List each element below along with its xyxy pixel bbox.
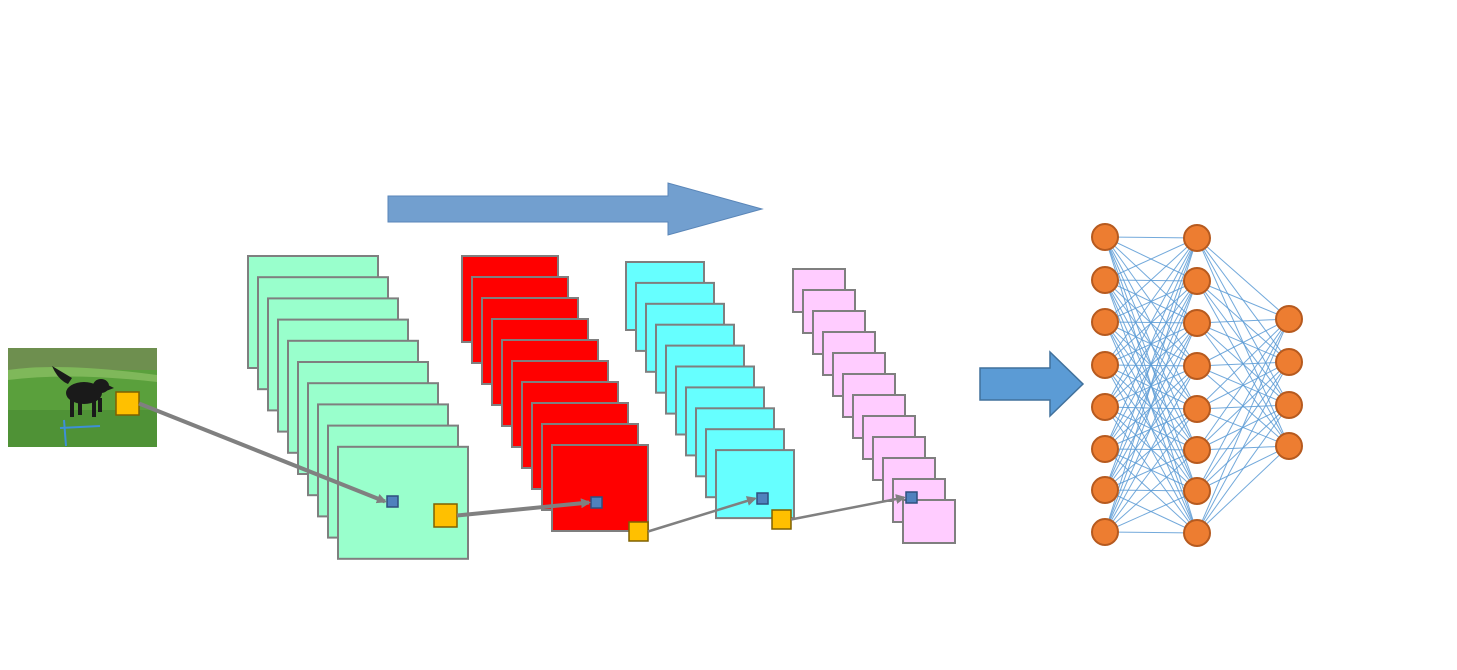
neuron <box>1183 519 1211 547</box>
neuron <box>1183 352 1211 380</box>
fc-layer-2 <box>1183 224 1211 547</box>
fc-connection <box>1104 490 1198 533</box>
kernel-window-3 <box>628 521 649 542</box>
fc-connection <box>1196 361 1290 534</box>
kernel-window-1 <box>115 391 140 416</box>
fc-connection <box>1104 237 1198 408</box>
fc-connection <box>1196 404 1290 534</box>
conv-stack-2 <box>461 255 649 532</box>
to-fully-connected-arrow <box>979 350 1085 418</box>
fc-connection <box>1196 318 1290 324</box>
fc-connections <box>1104 236 1290 534</box>
neuron <box>1275 305 1303 333</box>
output-pixel-4 <box>905 491 918 504</box>
pointer-arrow-4 <box>790 494 906 521</box>
fc-connection <box>1196 318 1290 534</box>
neuron <box>1091 435 1119 463</box>
fc-connection <box>1104 531 1198 534</box>
neuron <box>1183 395 1211 423</box>
neuron <box>1091 518 1119 546</box>
fc-connection <box>1196 318 1290 492</box>
fc-connection <box>1196 318 1290 367</box>
neuron <box>1275 348 1303 376</box>
feature-map-stacks <box>115 255 956 560</box>
feature-map <box>551 444 649 532</box>
fc-connection <box>1104 365 1198 533</box>
neuron <box>1275 391 1303 419</box>
fc-layer-1 <box>1091 223 1119 546</box>
fc-connection <box>1196 318 1290 410</box>
neuron <box>1183 477 1211 505</box>
feature-map <box>715 449 795 520</box>
fc-connection <box>1104 237 1198 533</box>
feature-map <box>337 445 469 560</box>
neuron <box>1183 309 1211 337</box>
neuron <box>1091 308 1119 336</box>
kernel-window-2 <box>433 503 458 528</box>
fc-connection <box>1196 361 1290 410</box>
neuron <box>1091 393 1119 421</box>
neuron <box>1183 224 1211 252</box>
fc-layer-3 <box>1275 305 1303 460</box>
fc-connection <box>1104 408 1198 533</box>
fc-connection <box>1196 280 1290 320</box>
neuron <box>1091 476 1119 504</box>
kernel-window-4 <box>771 509 792 530</box>
fc-neurons <box>1091 223 1303 547</box>
fc-connection <box>1104 322 1198 533</box>
fc-connection <box>1196 318 1290 451</box>
processing-direction-arrow <box>387 182 764 236</box>
fc-connection <box>1104 280 1198 533</box>
neuron <box>1091 223 1119 251</box>
receptive-field-pointers <box>138 401 906 533</box>
neuron <box>1183 267 1211 295</box>
conv-stack-1 <box>247 255 469 560</box>
output-pixel-2 <box>590 496 603 509</box>
fc-connection <box>1104 237 1198 323</box>
neuron <box>1275 432 1303 460</box>
pointer-arrow-3 <box>647 496 757 533</box>
conv-stack-4 <box>792 268 956 544</box>
fc-connection <box>1104 236 1198 239</box>
output-pixel-1 <box>386 495 399 508</box>
fc-connection <box>1104 237 1198 450</box>
conv-stack-3 <box>625 261 795 520</box>
pointer-arrow-2 <box>456 498 591 518</box>
fc-connection <box>1104 449 1198 533</box>
neuron <box>1091 266 1119 294</box>
neuron <box>1183 436 1211 464</box>
fc-connection <box>1196 445 1290 534</box>
pointer-arrow-1 <box>138 401 387 504</box>
fc-connection <box>1196 237 1290 320</box>
fc-connection <box>1196 404 1290 451</box>
fc-connection <box>1196 404 1290 410</box>
neuron <box>1091 351 1119 379</box>
fc-connection <box>1104 237 1198 281</box>
feature-map <box>902 499 956 544</box>
dog-silhouette <box>52 366 114 417</box>
fc-connection <box>1104 237 1198 491</box>
fc-connection <box>1104 237 1198 366</box>
fc-connection <box>1104 408 1198 450</box>
output-pixel-3 <box>756 492 769 505</box>
